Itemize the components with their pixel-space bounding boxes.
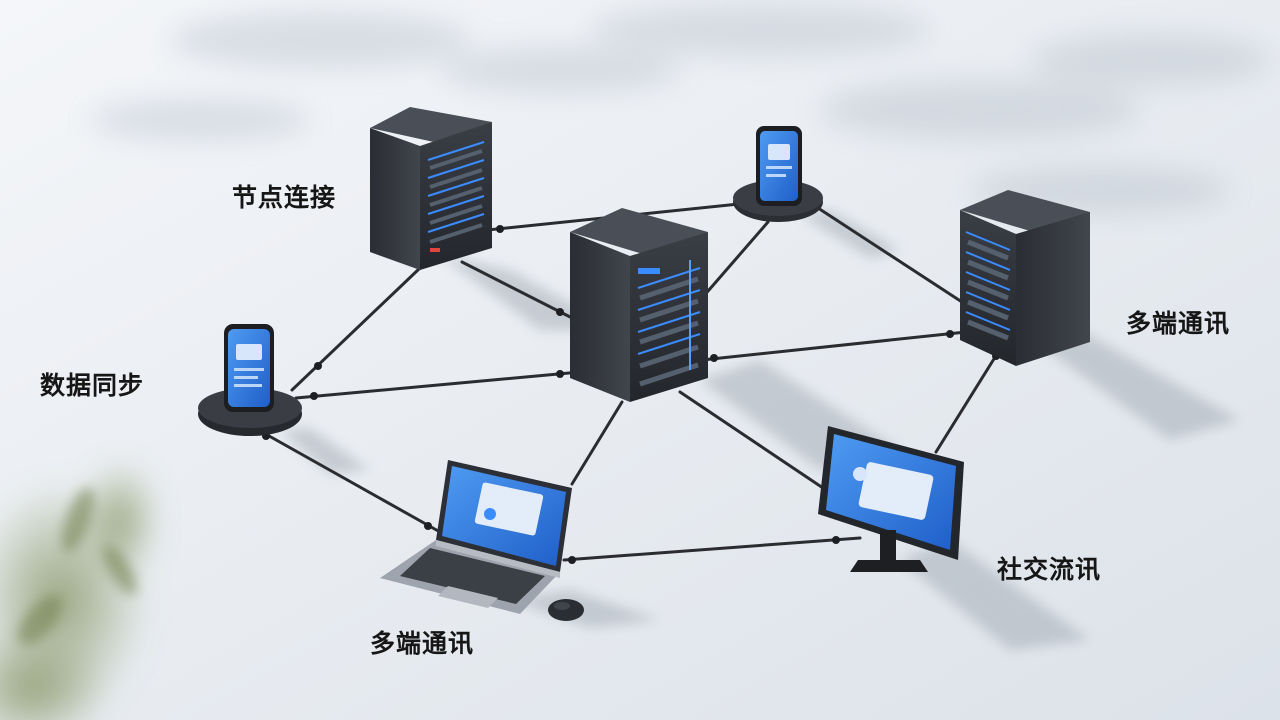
network-cables bbox=[260, 198, 1004, 562]
server-center bbox=[570, 208, 708, 402]
label-social-comm: 社交流讯 bbox=[997, 555, 1102, 584]
label-node-connect: 节点连接 bbox=[232, 183, 337, 212]
laptop bbox=[380, 460, 572, 614]
monitor bbox=[818, 426, 964, 572]
label-multi-comm-bottom: 多端通讯 bbox=[370, 629, 475, 658]
plant-leaves bbox=[17, 487, 137, 645]
cable-connectors bbox=[262, 199, 1000, 564]
phone-left bbox=[198, 324, 302, 436]
phone-top bbox=[733, 126, 823, 222]
label-data-sync: 数据同步 bbox=[40, 371, 145, 400]
blurred-plant bbox=[0, 460, 160, 720]
label-multi-comm-right: 多端通讯 bbox=[1126, 309, 1231, 338]
server-top-left bbox=[370, 107, 492, 270]
server-right bbox=[960, 190, 1090, 366]
mouse bbox=[548, 599, 584, 621]
